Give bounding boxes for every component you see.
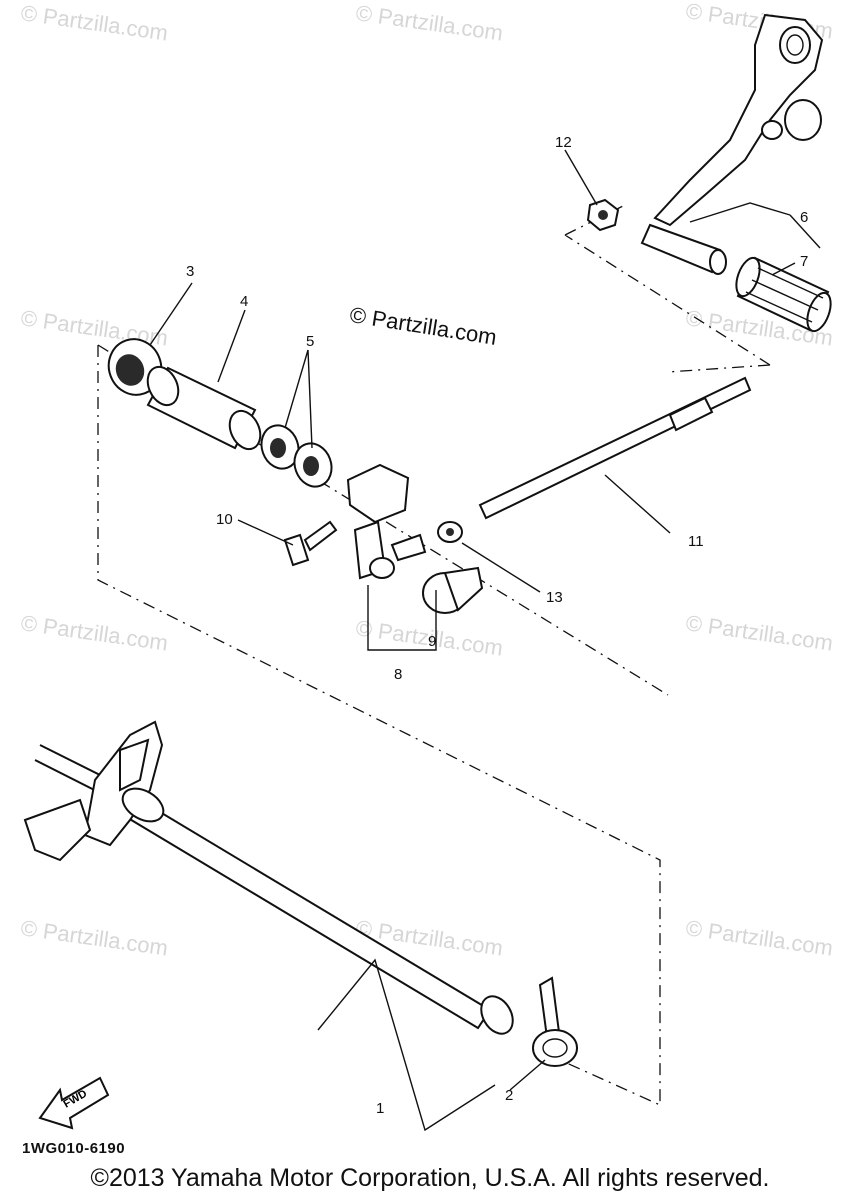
bolt-part bbox=[283, 520, 338, 567]
forward-arrow-icon: FWD bbox=[38, 1076, 110, 1130]
callout-7: 7 bbox=[800, 253, 808, 270]
rod-end-part bbox=[346, 463, 484, 614]
leader-lines bbox=[149, 149, 821, 1132]
stopper-lever-part bbox=[532, 976, 578, 1067]
watermark: © Partzilla.com bbox=[19, 0, 169, 45]
callout-1: 1 bbox=[376, 1100, 384, 1117]
nut-part-13 bbox=[437, 521, 463, 543]
copyright-notice: ©2013 Yamaha Motor Corporation, U.S.A. A… bbox=[90, 1164, 770, 1192]
watermark: © Partzilla.com bbox=[354, 0, 504, 45]
watermark: © Partzilla.com bbox=[19, 915, 169, 960]
callout-11: 11 bbox=[688, 533, 704, 550]
nut-part-12 bbox=[586, 198, 620, 232]
watermark: © Partzilla.com bbox=[19, 610, 169, 655]
callout-9: 9 bbox=[428, 633, 436, 650]
callout-12: 12 bbox=[555, 134, 572, 151]
callouts: 3 4 5 12 6 7 10 11 13 9 8 2 1 bbox=[186, 134, 808, 1117]
diagram-code: 1WG010-6190 bbox=[22, 1140, 126, 1157]
watermark: © Partzilla.com bbox=[684, 610, 834, 655]
assembly-outline-lower bbox=[97, 345, 661, 1107]
callout-8: 8 bbox=[394, 666, 402, 683]
assembly-outline-upper bbox=[97, 204, 771, 696]
callout-10: 10 bbox=[216, 511, 233, 528]
bearing-part bbox=[260, 424, 333, 488]
watermark: © Partzilla.com bbox=[684, 915, 834, 960]
callout-3: 3 bbox=[186, 263, 194, 280]
shift-pedal-part bbox=[640, 13, 832, 333]
shift-shaft-part bbox=[23, 720, 514, 1035]
callout-4: 4 bbox=[240, 293, 248, 310]
callout-5: 5 bbox=[306, 333, 314, 350]
callout-2: 2 bbox=[505, 1087, 513, 1104]
callout-6: 6 bbox=[800, 209, 808, 226]
callout-13: 13 bbox=[546, 589, 563, 606]
tie-rod-part bbox=[478, 376, 752, 520]
collar-part bbox=[146, 365, 262, 451]
